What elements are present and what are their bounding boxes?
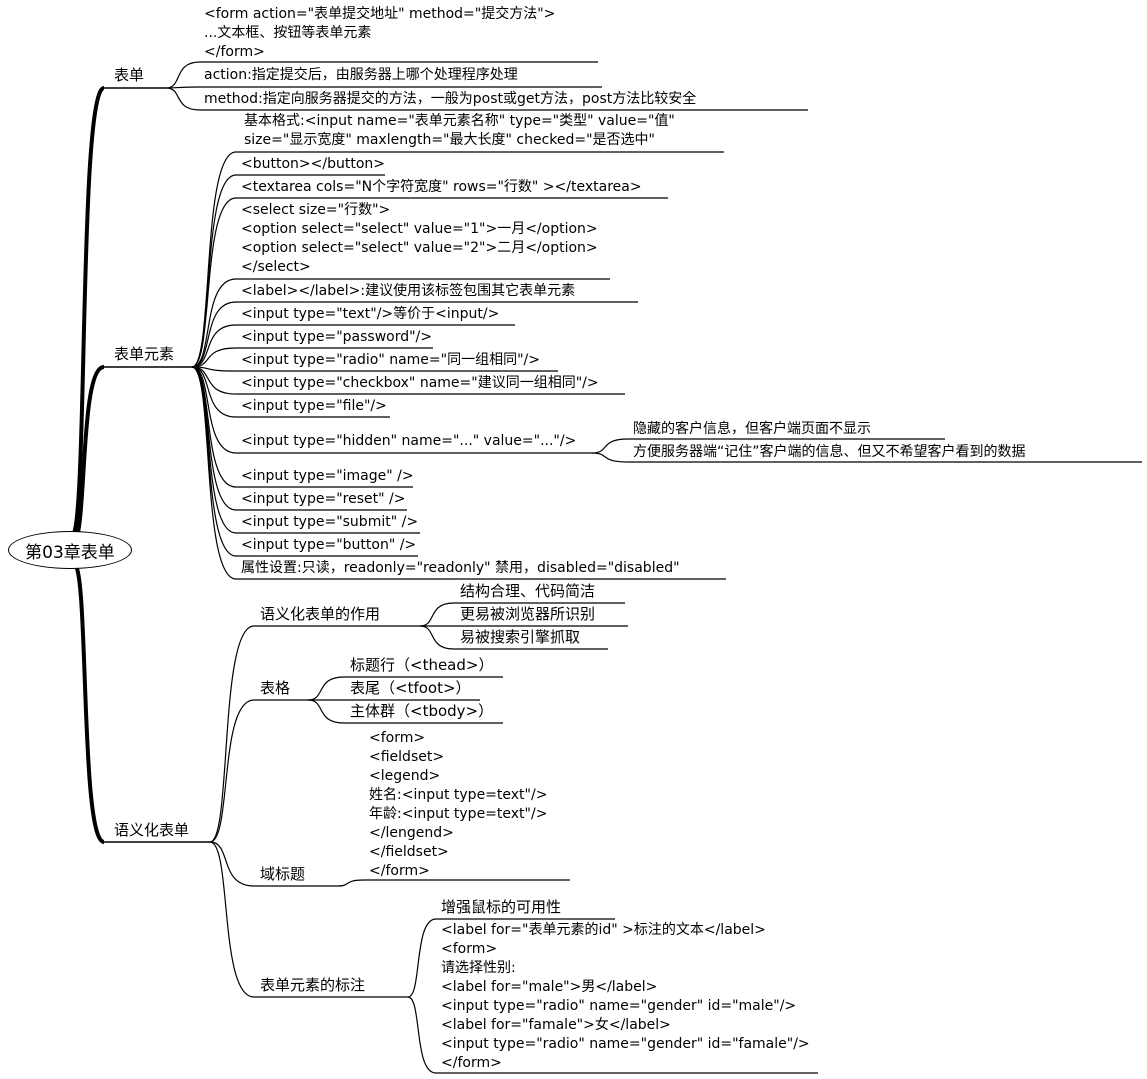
connector (191, 324, 237, 368)
element-input-image[interactable]: <input type="image" /> (241, 468, 414, 484)
table-item-thead[interactable]: 标题行（<thead>） (350, 656, 494, 674)
subtopic-table[interactable]: 表格 (260, 679, 291, 697)
hidden-note-2[interactable]: 方便服务器端“记住”客户端的信息、但又不希望客户看到的数据 (633, 444, 1026, 460)
form-item-syntax[interactable]: <form action="表单提交地址" method="提交方法"> ...… (204, 6, 556, 60)
subtopic-purpose[interactable]: 语义化表单的作用 (260, 605, 381, 623)
connector (191, 366, 237, 418)
purpose-item-2[interactable]: 更易被浏览器所识别 (460, 605, 596, 623)
element-input-password[interactable]: <input type="password"/> (241, 329, 432, 345)
root-branch-semantic (72, 562, 106, 844)
subtopic-labeling[interactable]: 表单元素的标注 (260, 976, 366, 994)
element-textarea[interactable]: <textarea cols="N个字符宽度" rows="行数" ></tex… (241, 179, 642, 195)
fieldset-code[interactable]: <form> <fieldset> <legend> 姓名:<input typ… (369, 730, 548, 879)
connector (307, 699, 345, 724)
element-input-text[interactable]: <input type="text"/>等价于<input/> (241, 306, 500, 322)
purpose-item-3[interactable]: 易被搜索引擎抓取 (460, 628, 581, 646)
table-item-tbody[interactable]: 主体群（<tbody>） (350, 702, 494, 720)
table-item-tfoot[interactable]: 表尾（<tfoot>） (350, 679, 471, 697)
element-input-file[interactable]: <input type="file"/> (241, 398, 387, 414)
element-input-hidden[interactable]: <input type="hidden" name="..." value=".… (241, 433, 577, 449)
topic-semantic-form[interactable]: 语义化表单 (114, 821, 190, 839)
connector (191, 347, 237, 368)
connector (191, 301, 237, 368)
element-select[interactable]: <select size="行数"> <option select="selec… (241, 202, 598, 275)
purpose-item-1[interactable]: 结构合理、代码简洁 (460, 582, 596, 600)
connector (191, 366, 237, 454)
connector (591, 438, 629, 454)
subtopic-fieldset[interactable]: 域标题 (260, 865, 306, 883)
connector (407, 918, 437, 998)
connector (419, 625, 455, 650)
connector (419, 602, 455, 627)
connector (307, 676, 345, 701)
connector (191, 366, 237, 580)
connector (165, 87, 201, 111)
connector (191, 278, 237, 368)
element-attributes[interactable]: 属性设置:只读，readonly="readonly" 禁用，disabled=… (241, 560, 680, 576)
root-node[interactable]: 第03章表单 (8, 531, 132, 569)
element-input-submit[interactable]: <input type="submit" /> (241, 514, 419, 530)
connector (209, 841, 255, 998)
root-label: 第03章表单 (25, 542, 115, 563)
connector (209, 625, 255, 843)
connector (191, 366, 237, 488)
root-branch-form (70, 86, 106, 538)
form-item-action[interactable]: action:指定提交后，由服务器上哪个处理程序处理 (204, 67, 518, 83)
connector (165, 61, 201, 89)
connector (591, 452, 629, 463)
topic-form[interactable]: 表单 (114, 66, 145, 84)
form-item-method[interactable]: method:指定向服务器提交的方法，一般为post或get方法，post方法比… (204, 91, 697, 107)
element-input-radio[interactable]: <input type="radio" name="同一组相同"/> (241, 352, 540, 368)
connector (209, 841, 255, 887)
hidden-note-1[interactable]: 隐藏的客户信息，但客户端页面不显示 (633, 421, 871, 437)
element-button[interactable]: <button></button> (241, 156, 385, 172)
element-input-button[interactable]: <input type="button" /> (241, 537, 417, 553)
element-label[interactable]: <label></label>:建议使用该标签包围其它表单元素 (241, 283, 576, 299)
connector (337, 879, 365, 887)
labeling-code[interactable]: <label for="表单元素的id" >标注的文本</label> <for… (441, 922, 810, 1071)
element-input-reset[interactable]: <input type="reset" /> (241, 491, 406, 507)
labeling-item-usability[interactable]: 增强鼠标的可用性 (441, 898, 562, 916)
topic-form-elements[interactable]: 表单元素 (114, 345, 175, 363)
element-basic-format[interactable]: 基本格式:<input name="表单元素名称" type="类型" valu… (244, 113, 675, 148)
element-input-checkbox[interactable]: <input type="checkbox" name="建议同一组相同"/> (241, 375, 599, 391)
connector (191, 197, 237, 368)
connector (407, 996, 437, 1074)
connector (209, 699, 255, 843)
